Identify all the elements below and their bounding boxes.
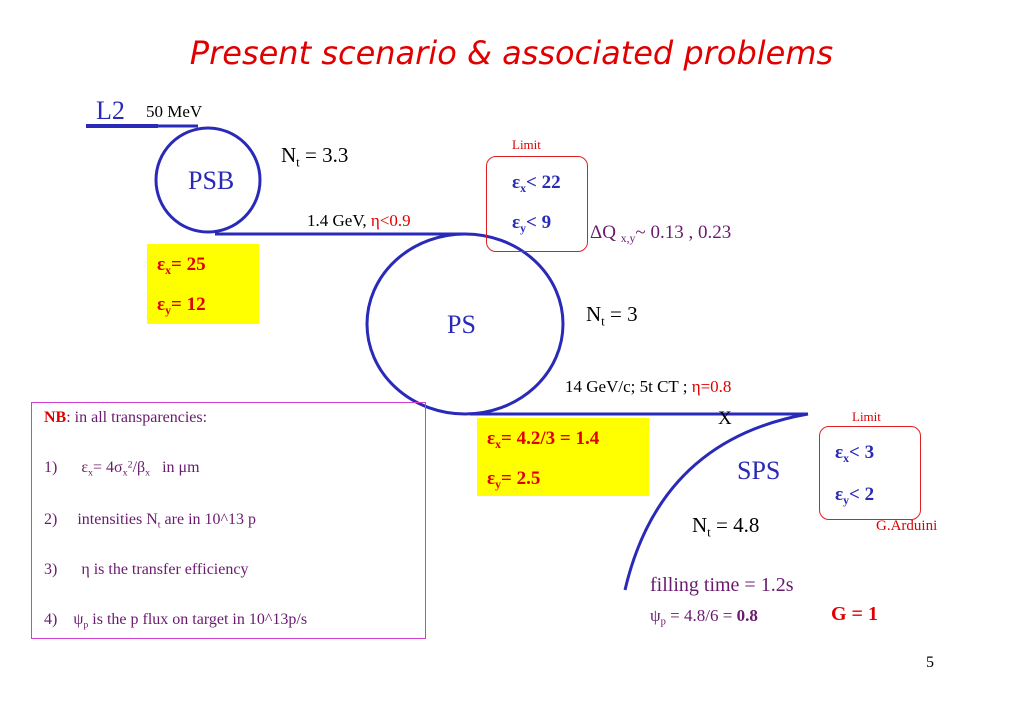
psb-extraction: 1.4 GeV, η<0.9 bbox=[307, 211, 411, 230]
ps-nt: Nt = 3 bbox=[586, 302, 638, 329]
ps-extraction: 14 GeV/c; 5t CT ; η=0.8 bbox=[565, 377, 732, 396]
notes-item-3: 3) η is the transfer efficiency bbox=[44, 561, 249, 578]
notes-item-1: 1) εx= 4σx2/βx in μm bbox=[44, 459, 200, 479]
ps-limit-box bbox=[486, 156, 588, 252]
ps-ring bbox=[365, 232, 565, 416]
tune-shift: ΔQ x,y~ 0.13 , 0.23 bbox=[590, 222, 732, 246]
ps-label: PS bbox=[447, 310, 476, 339]
psb-ring bbox=[154, 126, 262, 234]
slide-title: Present scenario & associated problems bbox=[189, 34, 834, 72]
ps-limit-emittance-x: εx< 22 bbox=[512, 172, 561, 196]
transfer-marker: X bbox=[718, 408, 732, 429]
psi-flux: ψp = 4.8/6 = 0.8 bbox=[650, 606, 758, 628]
sps-limit-emittance-x: εx< 3 bbox=[835, 442, 875, 466]
psb-emittance-box bbox=[147, 244, 259, 324]
notes-heading: NB: in all transparencies: bbox=[44, 409, 208, 426]
sps-limit-label: Limit bbox=[852, 409, 881, 424]
ps-emittance-y: εy= 2.5 bbox=[487, 468, 541, 492]
sps-limit-emittance-y: εy< 2 bbox=[835, 484, 875, 508]
page-number: 5 bbox=[926, 654, 934, 671]
psb-nt: Nt = 3.3 bbox=[281, 143, 349, 170]
ps-emittance-box bbox=[477, 418, 649, 496]
sps-label: SPS bbox=[737, 456, 781, 485]
psb-label: PSB bbox=[188, 166, 235, 195]
sps-ring-arc bbox=[623, 412, 809, 591]
ps-emittance-x: εx= 4.2/3 = 1.4 bbox=[487, 428, 600, 452]
notes-item-4: 4) ψp is the p flux on target in 10^13p/… bbox=[44, 611, 308, 631]
psb-emittance-x: εx= 25 bbox=[157, 254, 206, 278]
notes-item-2: 2) intensities Nt are in 10^13 p bbox=[44, 511, 257, 531]
linac-energy: 50 MeV bbox=[146, 102, 203, 121]
linac-label: L2 bbox=[96, 96, 125, 125]
g-factor: G = 1 bbox=[831, 603, 878, 625]
notes-box: NB: in all transparencies: 1) εx= 4σx2/β… bbox=[31, 402, 426, 639]
sps-limit-box bbox=[819, 426, 921, 520]
psb-emittance-y: εy= 12 bbox=[157, 294, 206, 318]
filling-time: filling time = 1.2s bbox=[650, 574, 794, 596]
sps-nt: Nt = 4.8 bbox=[692, 513, 760, 540]
ps-limit-emittance-y: εy< 9 bbox=[512, 212, 552, 236]
ps-limit-label: Limit bbox=[512, 137, 541, 152]
credit-arduini: G.Arduini bbox=[876, 518, 938, 534]
